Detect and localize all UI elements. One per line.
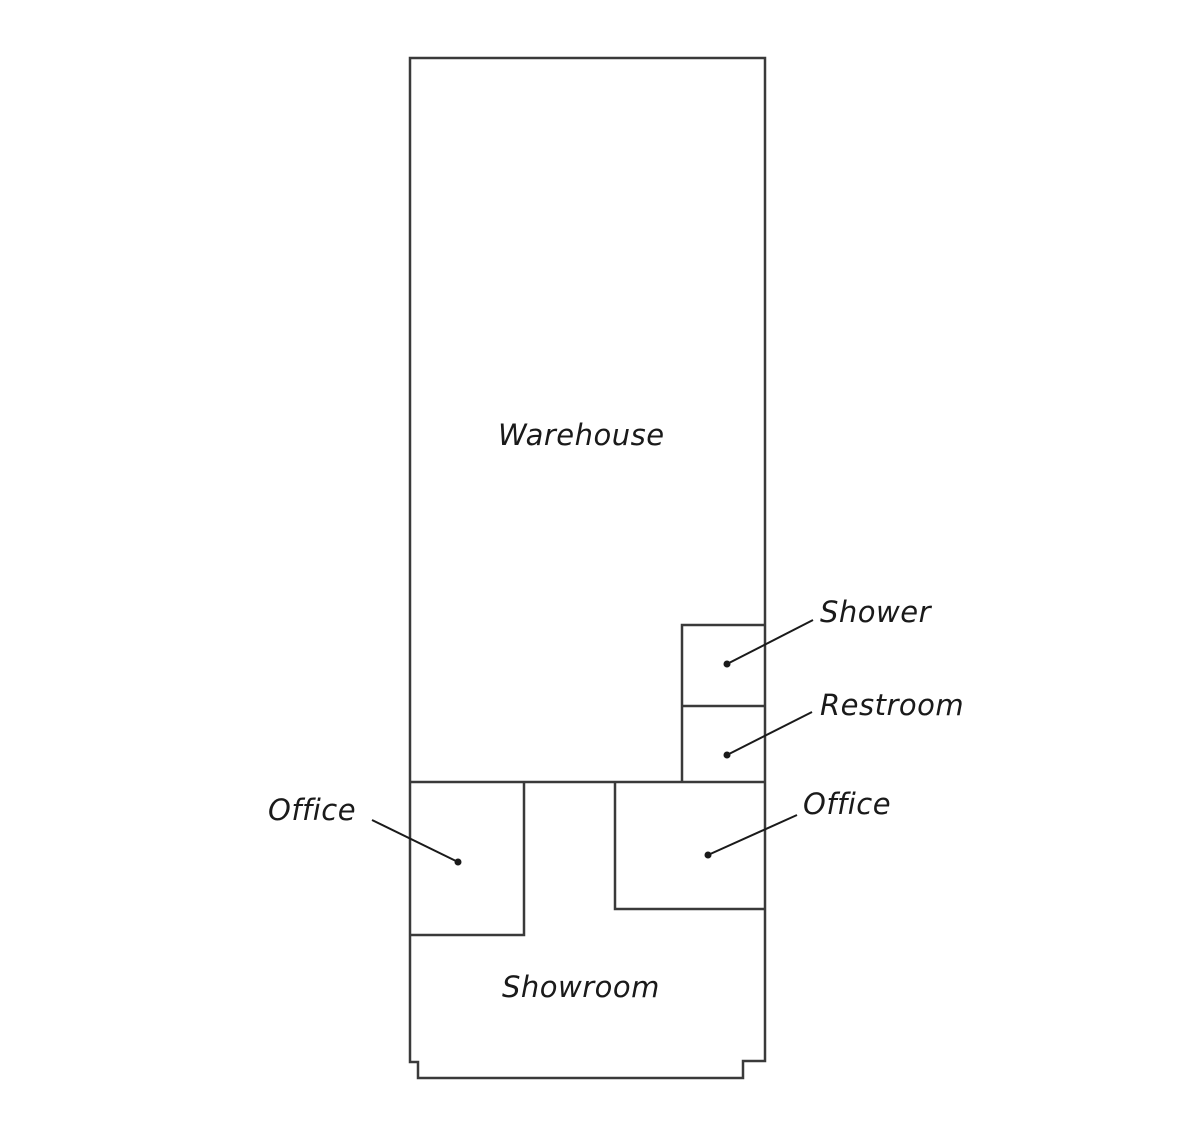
- shower-label: Shower: [820, 595, 932, 629]
- restroom-label: Restroom: [820, 688, 965, 722]
- showroom-label: Showroom: [502, 970, 660, 1004]
- warehouse-label: Warehouse: [498, 418, 665, 452]
- office-right-leader-line: [707, 814, 798, 856]
- office-left-leader-line: [371, 819, 459, 863]
- office-right-marker-dot: [704, 851, 712, 859]
- office-left-label: Office: [268, 793, 357, 827]
- restroom-leader-line: [726, 711, 813, 756]
- shower-restroom-walls: [680, 623, 765, 782]
- shower-marker-dot: [723, 660, 731, 668]
- office-right-walls: [613, 782, 765, 911]
- restroom-marker-dot: [723, 751, 731, 759]
- shower-leader-line: [726, 619, 814, 665]
- outer-wall: [408, 56, 767, 1080]
- office-left-marker-dot: [454, 858, 462, 866]
- office-right-label: Office: [803, 787, 892, 821]
- office-left-walls: [410, 782, 526, 937]
